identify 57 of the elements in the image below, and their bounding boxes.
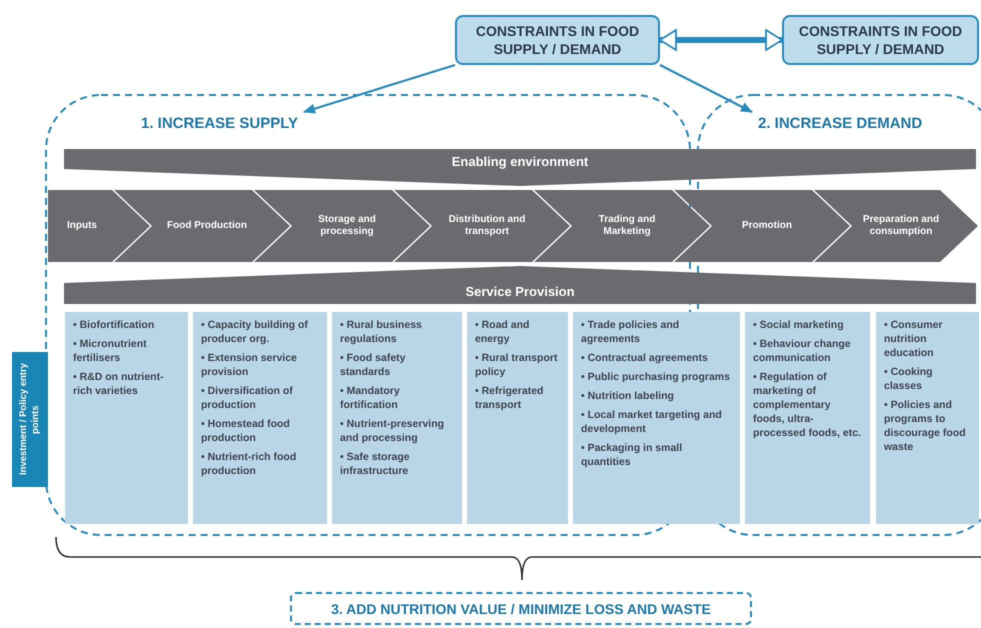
bullet-item: • Cooking classes (884, 365, 934, 393)
box-label: CONSTRAINTS IN FOOD SUPPLY / DEMAND (798, 22, 964, 58)
bullet-item: • Nutrition labeling (581, 389, 675, 403)
bullet-item: • Social marketing (753, 318, 845, 332)
stage-label: Food Production (167, 220, 247, 232)
stage-label: Preparation and consumption (862, 214, 940, 238)
bullet-item: • Micronutrient fertilisers (73, 337, 148, 365)
stage-label: Distribution and transport (448, 214, 526, 238)
bullet-item: • Local market targeting and development (581, 408, 723, 436)
entry-point-panel (876, 312, 979, 524)
bullet-item: • Safe storage infrastructure (340, 450, 411, 478)
bullet-item: • Biofortification (73, 318, 156, 332)
entry-point-panel (573, 312, 740, 524)
section-heading: 2. INCREASE DEMAND (758, 114, 922, 132)
bullet-item: • Nutrient-preserving and processing (340, 417, 446, 445)
entry-point-panel (193, 312, 327, 524)
bullet-item: • Capacity building of producer org. (201, 318, 309, 346)
entry-point-panel (65, 312, 188, 524)
section-heading: 1. INCREASE SUPPLY (141, 114, 298, 132)
band-label: Enabling environment (452, 154, 588, 169)
entry-point-panel (745, 312, 870, 524)
double-arrow (659, 29, 783, 51)
bullet-item: • Consumer nutrition education (884, 318, 944, 360)
bullet-item: • Road and energy (475, 318, 530, 346)
band-label: Service Provision (465, 284, 575, 298)
bullet-item: • Diversification of production (201, 384, 294, 412)
bullet-item: • Public purchasing programs (581, 370, 731, 384)
bullet-item: • Food safety standards (340, 351, 407, 379)
goal-box (290, 592, 752, 625)
arrow (303, 64, 456, 114)
bullet-item: • Contractual agreements (581, 351, 709, 365)
box-label: CONSTRAINTS IN FOOD SUPPLY / DEMAND (474, 22, 640, 58)
stage-label: Trading and Marketing (598, 214, 656, 238)
stage-label: Inputs (67, 220, 97, 232)
bullet-item: • Mandatory fortification (340, 384, 401, 412)
stage-label: Promotion (742, 220, 792, 232)
bullet-item: • Extension service provision (201, 351, 298, 379)
bullet-item: • Rural business regulations (340, 318, 423, 346)
constraint-box (782, 15, 979, 65)
stage-label: Storage and processing (317, 214, 377, 238)
constraint-box (455, 15, 660, 65)
bullet-item: • Rural transport policy (475, 351, 558, 379)
tab-label: Investment / Policy entry points (18, 362, 42, 478)
bullet-item: • Behaviour change communication (753, 337, 852, 365)
bullet-item: • Trade policies and agreements (581, 318, 680, 346)
bullet-item: • Packaging in small quantities (581, 441, 684, 469)
bullet-item: • Policies and programs to discourage food waste (884, 398, 967, 454)
bullet-item: • Nutrient-rich food production (201, 450, 298, 478)
bullet-item: • Homestead food production (201, 417, 291, 445)
goal-label: 3. ADD NUTRITION VALUE / MINIMIZE LOSS AND WASTE (331, 600, 711, 616)
bullet-item: • Regulation of marketing of complementary foods, ultra-processed foods, etc. (753, 370, 862, 440)
arrow (660, 64, 753, 113)
side-tab (12, 352, 48, 487)
bullet-item: • R&D on nutrient-rich varieties (73, 370, 165, 398)
entry-point-panel (467, 312, 568, 524)
bullet-item: • Refrigerated transport (475, 384, 544, 412)
entry-point-panel (332, 312, 462, 524)
